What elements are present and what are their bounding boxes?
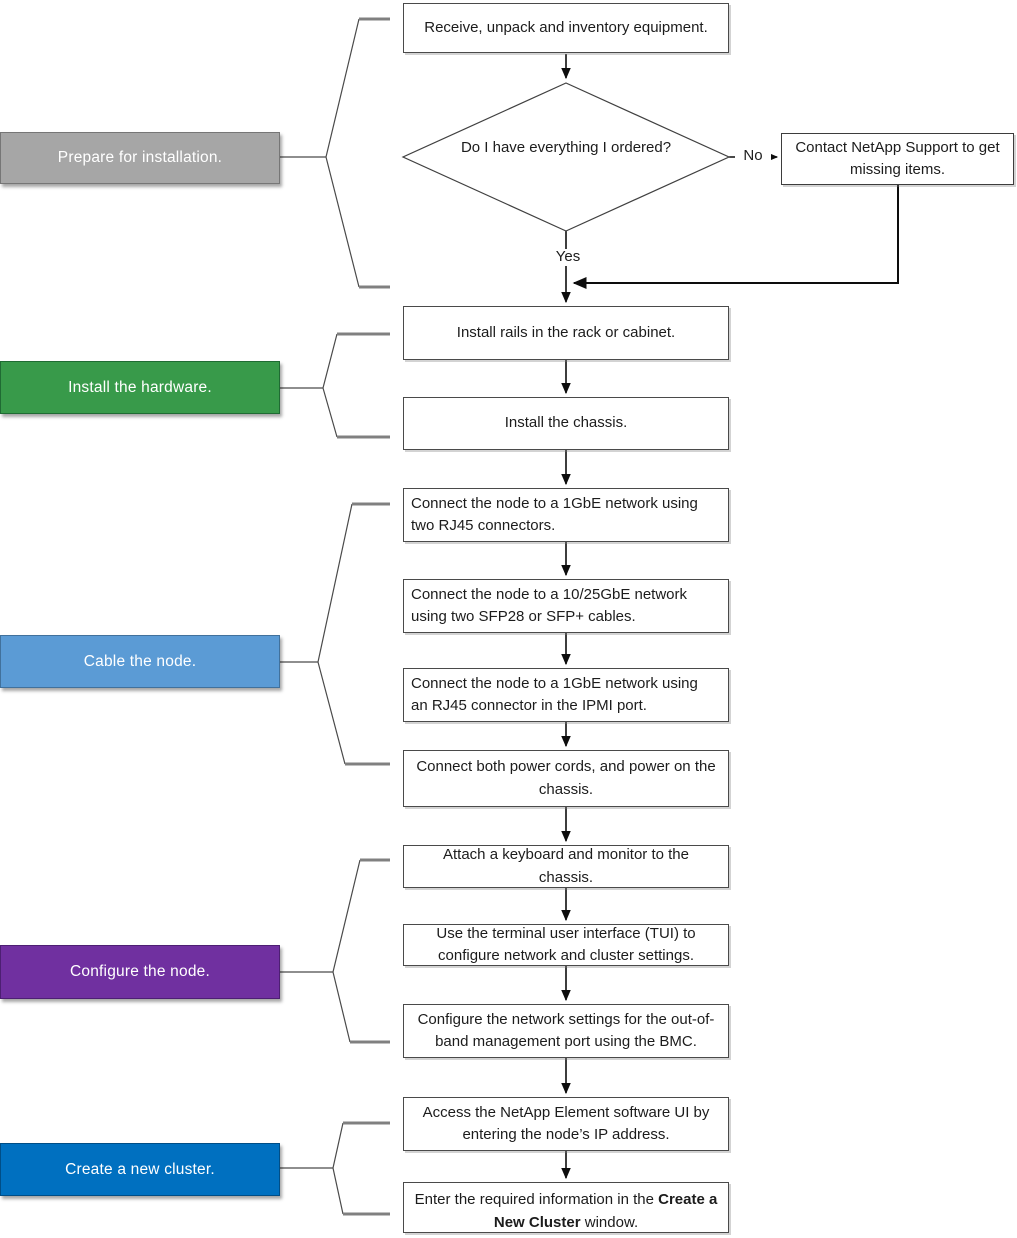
step-attach-keyboard-monitor: Attach a keyboard and monitor to the cha…	[403, 845, 729, 888]
bracket-prepare-stubs	[359, 17, 390, 289]
arrow-return-to-flow	[572, 185, 899, 289]
bracket-configure-stubs	[350, 858, 390, 1044]
label-no: No	[735, 147, 771, 165]
step-receive-unpack: Receive, unpack and inventory equipment.	[403, 3, 729, 53]
step-connect-1gbe-ipmi: Connect the node to a 1GbE network using…	[403, 668, 729, 722]
enter-info-text-pre: Enter the required information in the	[414, 1191, 659, 1208]
bracket-cluster	[280, 1122, 344, 1215]
step-access-element-ui: Access the NetApp Element software UI by…	[403, 1097, 729, 1151]
enter-info-text-bold: Create a New Cluster	[493, 1191, 718, 1231]
phase-configure-node: Configure the node.	[0, 945, 280, 999]
phase-install-hardware: Install the hardware.	[0, 361, 280, 414]
phase-brackets	[280, 18, 361, 1215]
bracket-configure	[280, 859, 361, 1043]
step-connect-10-25gbe: Connect the node to a 10/25GbE network u…	[403, 579, 729, 633]
enter-info-text-post: window.	[580, 1213, 639, 1231]
step-contact-netapp-support: Contact NetApp Support to get missing it…	[781, 133, 1014, 185]
step-connect-1gbe-rj45: Connect the node to a 1GbE network using…	[403, 488, 729, 542]
phase-cable-node: Cable the node.	[0, 635, 280, 688]
phase-create-cluster: Create a new cluster.	[0, 1143, 280, 1196]
label-yes: Yes	[546, 248, 590, 266]
bracket-cable	[280, 503, 353, 765]
step-configure-bmc: Configure the network settings for the o…	[403, 1004, 729, 1058]
step-install-rails: Install rails in the rack or cabinet.	[403, 306, 729, 360]
step-use-tui: Use the terminal user interface (TUI) to…	[403, 924, 729, 966]
bracket-cable-stubs	[345, 502, 390, 766]
decision-have-everything: Do I have everything I ordered?	[460, 139, 672, 156]
bracket-hardware-stubs	[337, 332, 390, 439]
step-enter-cluster-info: Enter the required information in the Cr…	[403, 1182, 729, 1233]
bracket-prepare	[280, 18, 360, 288]
phase-prepare-for-installation: Prepare for installation.	[0, 132, 280, 184]
step-connect-power: Connect both power cords, and power on t…	[403, 750, 729, 807]
bracket-cluster-stubs	[343, 1121, 390, 1216]
step-install-chassis: Install the chassis.	[403, 397, 729, 450]
bracket-hardware	[280, 333, 338, 438]
decision-diamond-shape	[401, 82, 731, 232]
phase-bracket-stubs	[337, 17, 390, 1216]
